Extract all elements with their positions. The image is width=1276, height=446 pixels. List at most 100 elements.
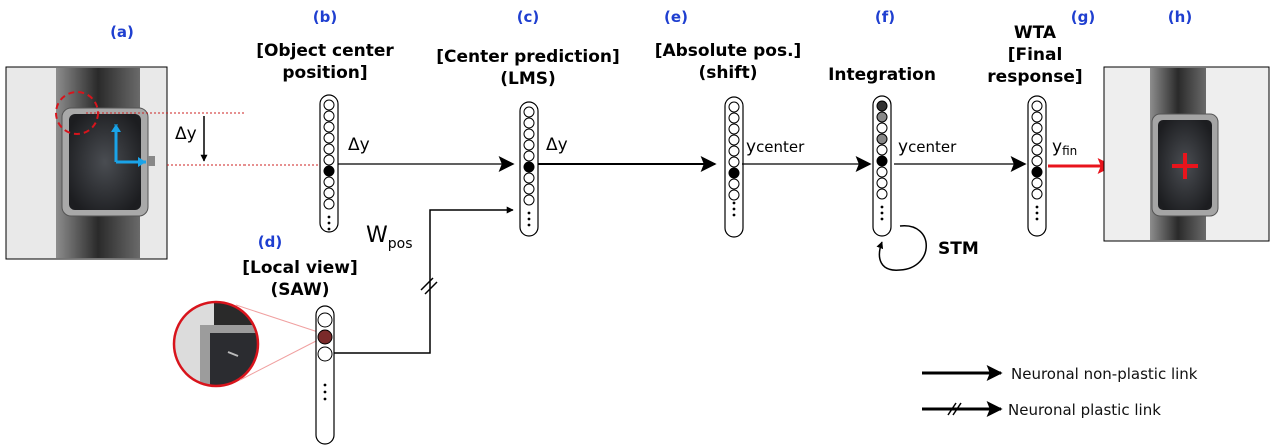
- neuron: [523, 172, 535, 184]
- neuron: [323, 110, 335, 122]
- title-b-line1: [Object center: [256, 41, 394, 61]
- neuron: [1031, 122, 1043, 134]
- output-image: [1103, 66, 1270, 242]
- neuron: [728, 178, 740, 190]
- neuron: [523, 139, 535, 151]
- neuron: [317, 312, 333, 328]
- neuron: [876, 155, 888, 167]
- neuron: [728, 189, 740, 201]
- neuron: [876, 177, 888, 189]
- plastic-link-d-to-c: [334, 206, 514, 354]
- neuron: [876, 122, 888, 134]
- neuron-column-g: [1027, 95, 1047, 237]
- neuron: [876, 111, 888, 123]
- ellipsis-dot: [732, 201, 736, 205]
- neuron-column-b: [319, 94, 339, 233]
- title-c-line1: [Center prediction]: [436, 47, 620, 67]
- neuron: [876, 100, 888, 112]
- legend-plastic-label: Neuronal plastic link: [1008, 401, 1161, 419]
- neuron: [1031, 144, 1043, 156]
- title-g-line2: [Final: [1008, 45, 1063, 65]
- neuron: [728, 156, 740, 168]
- neuron: [876, 166, 888, 178]
- ellipsis-dot: [880, 217, 884, 221]
- neuron: [523, 128, 535, 140]
- ellipsis-dot: [327, 215, 331, 219]
- y-fin-label: yfin: [1052, 137, 1077, 158]
- neuron-column-d: [315, 305, 335, 445]
- neuron: [523, 183, 535, 195]
- ellipsis-dot: [732, 213, 736, 217]
- ellipsis-dot: [880, 211, 884, 215]
- neuron: [1031, 100, 1043, 112]
- neuron-column-e: [724, 96, 744, 238]
- neuron: [317, 329, 333, 345]
- local-view-zoom: [172, 300, 319, 388]
- stage-label-h: (h): [1168, 8, 1192, 26]
- ellipsis-dot: [327, 227, 331, 231]
- delta-y-label-c: Δy: [546, 135, 568, 155]
- ellipsis-dot: [1035, 211, 1039, 215]
- delta-y-label-b: Δy: [348, 135, 370, 155]
- title-b-line2: position]: [282, 63, 367, 83]
- neuron: [728, 112, 740, 124]
- y-center-label-e: ycenter: [746, 137, 805, 157]
- neuron: [1031, 188, 1043, 200]
- ellipsis-dot: [323, 390, 327, 394]
- plastic-mark-2: [424, 281, 438, 295]
- w-pos-label: Wpos: [366, 223, 413, 252]
- stage-label-g: (g): [1071, 8, 1095, 26]
- neuron: [323, 154, 335, 166]
- ellipsis-dot: [527, 223, 531, 227]
- neuron: [876, 144, 888, 156]
- title-f-line1: Integration: [828, 65, 936, 85]
- ellipsis-dot: [527, 211, 531, 215]
- neuron: [876, 188, 888, 200]
- neuron: [728, 134, 740, 146]
- stm-recurrent-link: [876, 225, 927, 271]
- title-c-line2: (LMS): [500, 69, 556, 89]
- title-d-line2: (SAW): [271, 280, 330, 300]
- neuron-column-c: [519, 101, 539, 237]
- neuron: [323, 121, 335, 133]
- neuron: [323, 176, 335, 188]
- neuron: [1031, 177, 1043, 189]
- stm-label: STM: [938, 239, 979, 259]
- legend: Neuronal non-plastic link Neuronal plast…: [922, 365, 1198, 419]
- stage-label-d: (d): [258, 233, 282, 251]
- input-image: [5, 66, 168, 260]
- neuron: [876, 133, 888, 145]
- neuron: [323, 198, 335, 210]
- neuron: [728, 101, 740, 113]
- title-e-line2: (shift): [698, 63, 757, 83]
- title-d-line1: [Local view]: [242, 258, 358, 278]
- stage-label-c: (c): [517, 8, 540, 26]
- neuron: [1031, 133, 1043, 145]
- y-center-label-f: ycenter: [898, 137, 957, 157]
- plastic-mark-1: [420, 277, 434, 291]
- neuron: [523, 194, 535, 206]
- neuron: [523, 161, 535, 173]
- title-e-line1: [Absolute pos.]: [655, 41, 802, 61]
- stage-label-b: (b): [313, 8, 337, 26]
- neuron: [323, 143, 335, 155]
- ellipsis-dot: [327, 221, 331, 225]
- neuron: [317, 346, 333, 362]
- neuron: [323, 132, 335, 144]
- ellipsis-dot: [880, 205, 884, 209]
- neuron: [323, 165, 335, 177]
- neuron: [1031, 155, 1043, 167]
- neuron: [323, 99, 335, 111]
- ellipsis-dot: [323, 397, 327, 401]
- neuron: [523, 106, 535, 118]
- neuron: [728, 145, 740, 157]
- ellipsis-dot: [732, 207, 736, 211]
- stage-label-f: (f): [875, 8, 895, 26]
- delta-y-label: Δy: [175, 124, 197, 144]
- stage-label-e: (e): [664, 8, 688, 26]
- neuron-column-f: [872, 95, 892, 237]
- ellipsis-dot: [527, 217, 531, 221]
- neuron: [523, 117, 535, 129]
- neuron: [523, 150, 535, 162]
